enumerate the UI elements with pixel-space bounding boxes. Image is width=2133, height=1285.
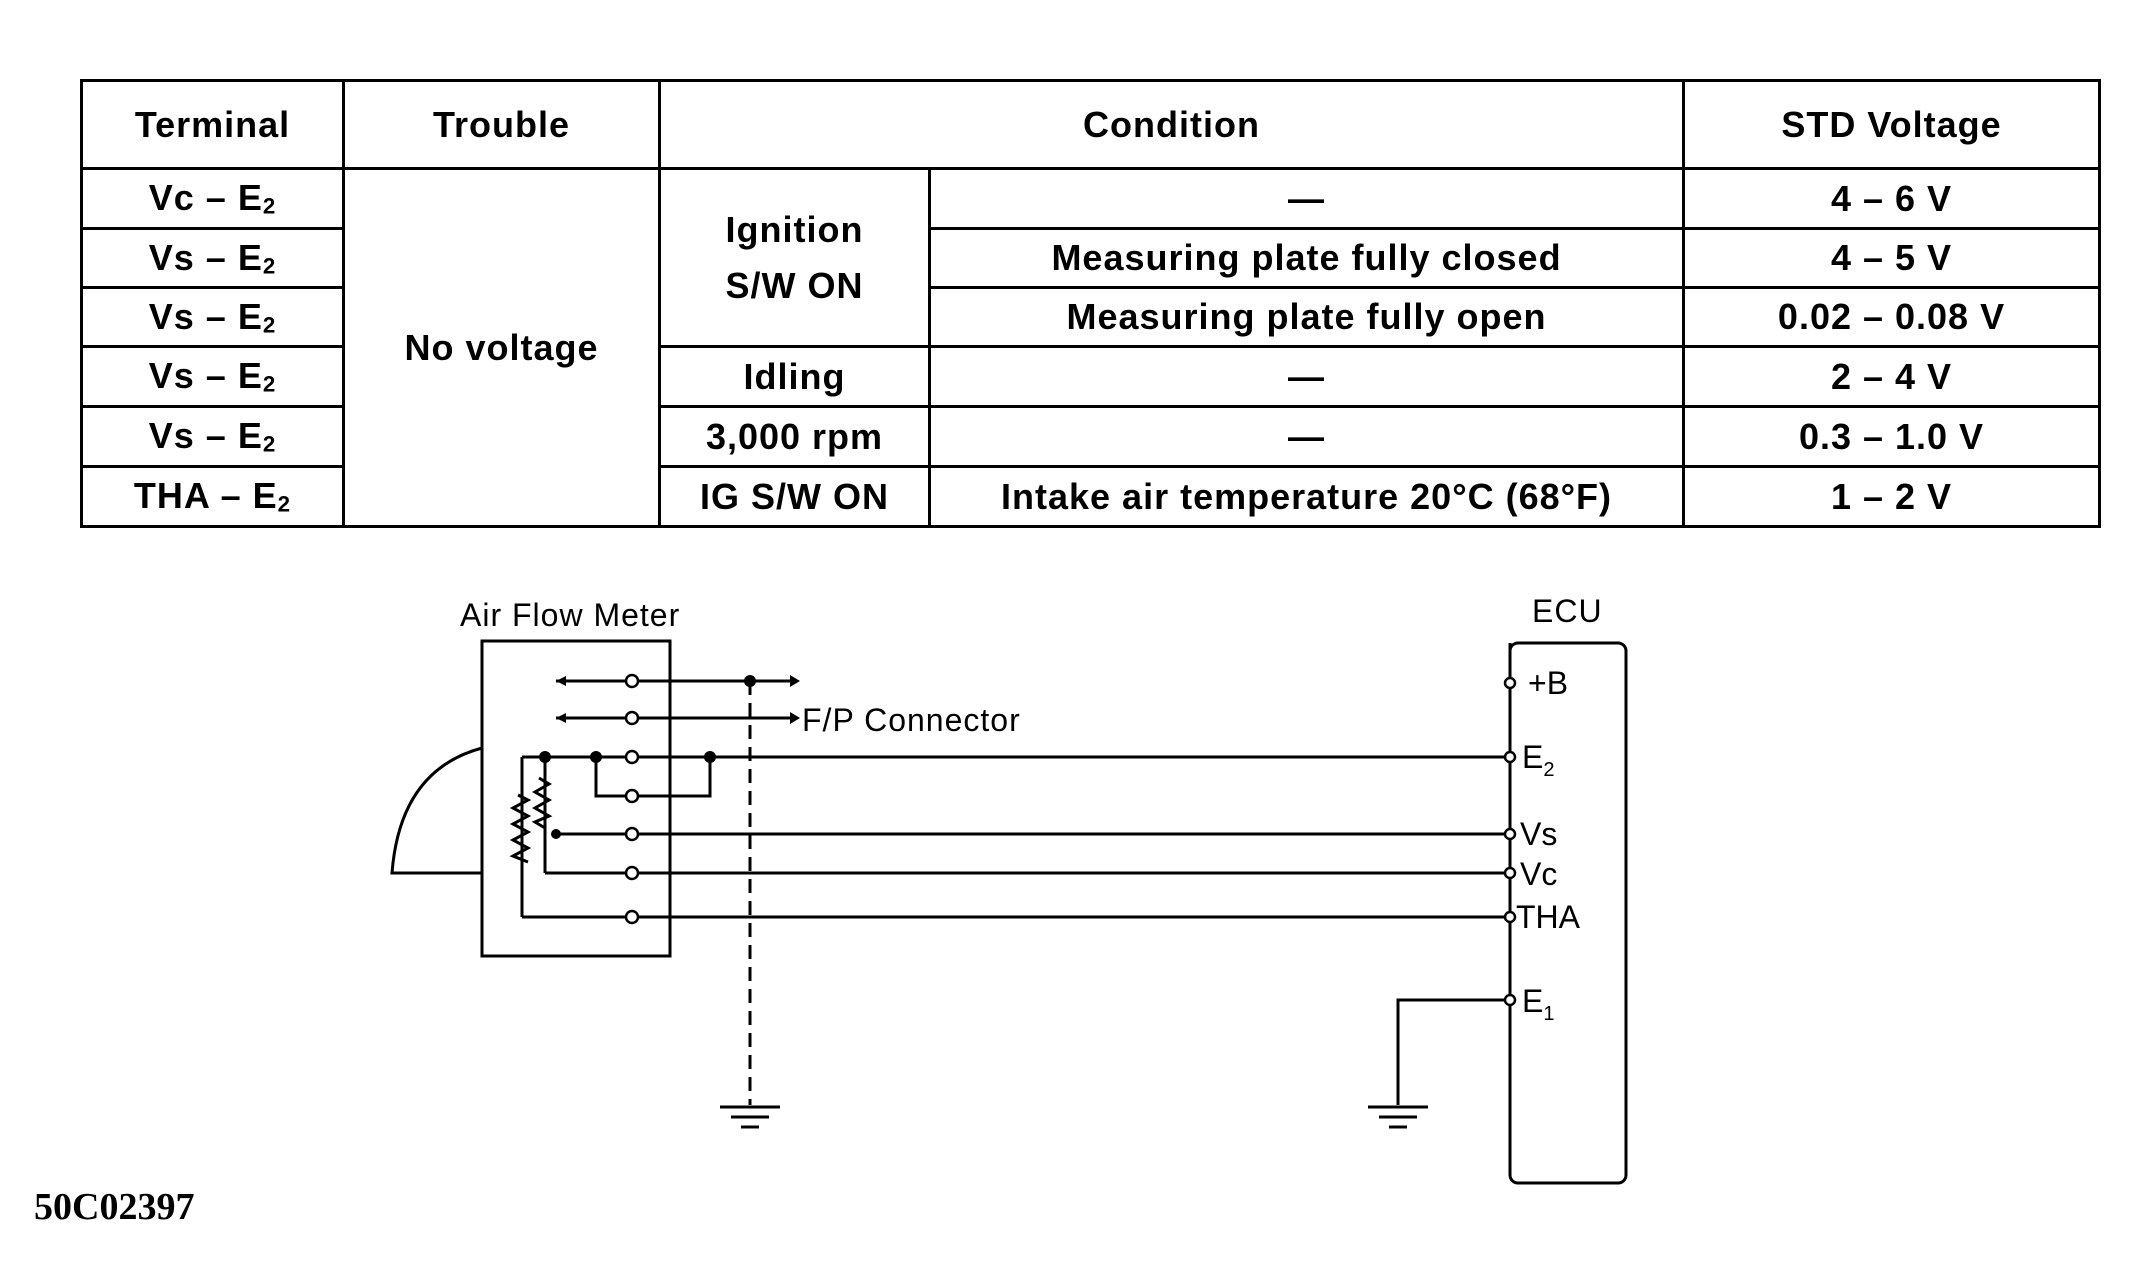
- meter-terminal: [624, 865, 640, 881]
- arrow-right-2: [790, 712, 800, 724]
- junction-dot: [551, 829, 561, 839]
- condition-ig-sw-on-cell: IG S/W ON: [658, 465, 931, 528]
- condition-detail-cell: —: [927, 167, 1686, 230]
- ecu-terminal: [1503, 676, 1517, 690]
- junction-dot: [590, 751, 602, 763]
- ecu-label: ECU: [1532, 593, 1603, 629]
- terminal-cell: Vs – E2: [80, 345, 345, 408]
- arrow-left-1: [556, 676, 566, 686]
- voltage-cell: 1 – 2 V: [1682, 465, 2102, 528]
- condition-rpm-cell: 3,000 rpm: [658, 405, 931, 468]
- table-header-row: Terminal Trouble Condition STD Voltage: [80, 79, 2102, 170]
- wire-e1: [1396, 998, 1510, 1105]
- internal-jumper: [594, 757, 712, 798]
- trouble-cell: No voltage: [342, 167, 661, 528]
- pin-label-vc: Vc: [1520, 856, 1557, 892]
- condition-detail-cell: Measuring plate fully closed: [927, 227, 1686, 289]
- meter-terminal: [624, 710, 640, 726]
- air-flow-meter-intake: [390, 746, 483, 875]
- terminal-cell: Vs – E2: [80, 405, 345, 468]
- terminal-cell: Vs – E2: [80, 286, 345, 348]
- junction-dot: [539, 751, 551, 763]
- junction-dot: [704, 751, 716, 763]
- table-row: THA – E2 IG S/W ON Intake air temperatur…: [80, 465, 2102, 528]
- condition-detail-cell: Measuring plate fully open: [927, 286, 1686, 348]
- condition-idling-cell: Idling: [658, 345, 931, 408]
- table-row: Vs – E2 3,000 rpm — 0.3 – 1.0 V: [80, 405, 2102, 468]
- pin-label-plus-b: +B: [1528, 665, 1568, 701]
- ecu-terminal: [1503, 866, 1517, 880]
- header-condition: Condition: [657, 79, 1686, 170]
- meter-terminal: [624, 673, 640, 689]
- pin-label-tha: THA: [1516, 899, 1581, 935]
- condition-detail-cell: —: [927, 405, 1686, 468]
- air-flow-meter-label: Air Flow Meter: [460, 597, 680, 633]
- potentiometer-resistor: [531, 776, 553, 830]
- table-row: Vs – E2 Idling — 2 – 4 V: [80, 345, 2102, 408]
- condition-detail-cell: —: [927, 345, 1686, 408]
- air-flow-meter-body: [480, 639, 672, 958]
- arrow-left-2: [556, 713, 566, 723]
- meter-terminal: [624, 788, 640, 804]
- voltage-cell: 4 – 5 V: [1682, 227, 2102, 289]
- pin-label-e2: E2: [1522, 739, 1554, 781]
- figure-code: 50C02397: [34, 1186, 195, 1228]
- condition-detail-cell: Intake air temperature 20°C (68°F): [927, 465, 1686, 528]
- ecu-terminal: [1503, 750, 1517, 764]
- wiring-diagram: Air Flow Meter F/P Connector ECU +B E2 V…: [390, 593, 1628, 1185]
- meter-terminal: [624, 826, 640, 842]
- thermistor-resistor: [509, 793, 532, 864]
- ecu-terminal: [1503, 827, 1517, 841]
- ecu-terminal: [1503, 910, 1517, 924]
- junction-dot: [744, 675, 756, 687]
- voltage-cell: 0.02 – 0.08 V: [1682, 286, 2102, 348]
- terminal-cell: Vs – E2: [80, 227, 345, 289]
- ecu-terminal: [1503, 993, 1517, 1007]
- voltage-cell: 4 – 6 V: [1682, 167, 2102, 230]
- arrow-right-1: [790, 675, 800, 687]
- voltage-cell: 2 – 4 V: [1682, 345, 2102, 408]
- voltage-cell: 0.3 – 1.0 V: [1682, 405, 2102, 468]
- header-trouble: Trouble: [342, 79, 661, 170]
- terminal-cell: THA – E2: [80, 465, 345, 528]
- table-row: Vs – E2 Measuring plate fully open 0.02 …: [80, 286, 2102, 348]
- pin-label-vs: Vs: [1520, 816, 1557, 852]
- voltage-spec-table: Terminal Trouble Condition STD Voltage V…: [80, 79, 2102, 528]
- fp-connector-label: F/P Connector: [802, 702, 1021, 738]
- pin-label-e1: E1: [1522, 983, 1554, 1025]
- table-row: Vs – E2 Measuring plate fully closed 4 –…: [80, 227, 2102, 289]
- meter-terminal: [624, 909, 640, 925]
- header-terminal: Terminal: [80, 79, 345, 170]
- header-std-voltage: STD Voltage: [1682, 79, 2102, 170]
- meter-terminal: [624, 749, 640, 765]
- terminal-cell: Vc – E2: [80, 167, 345, 230]
